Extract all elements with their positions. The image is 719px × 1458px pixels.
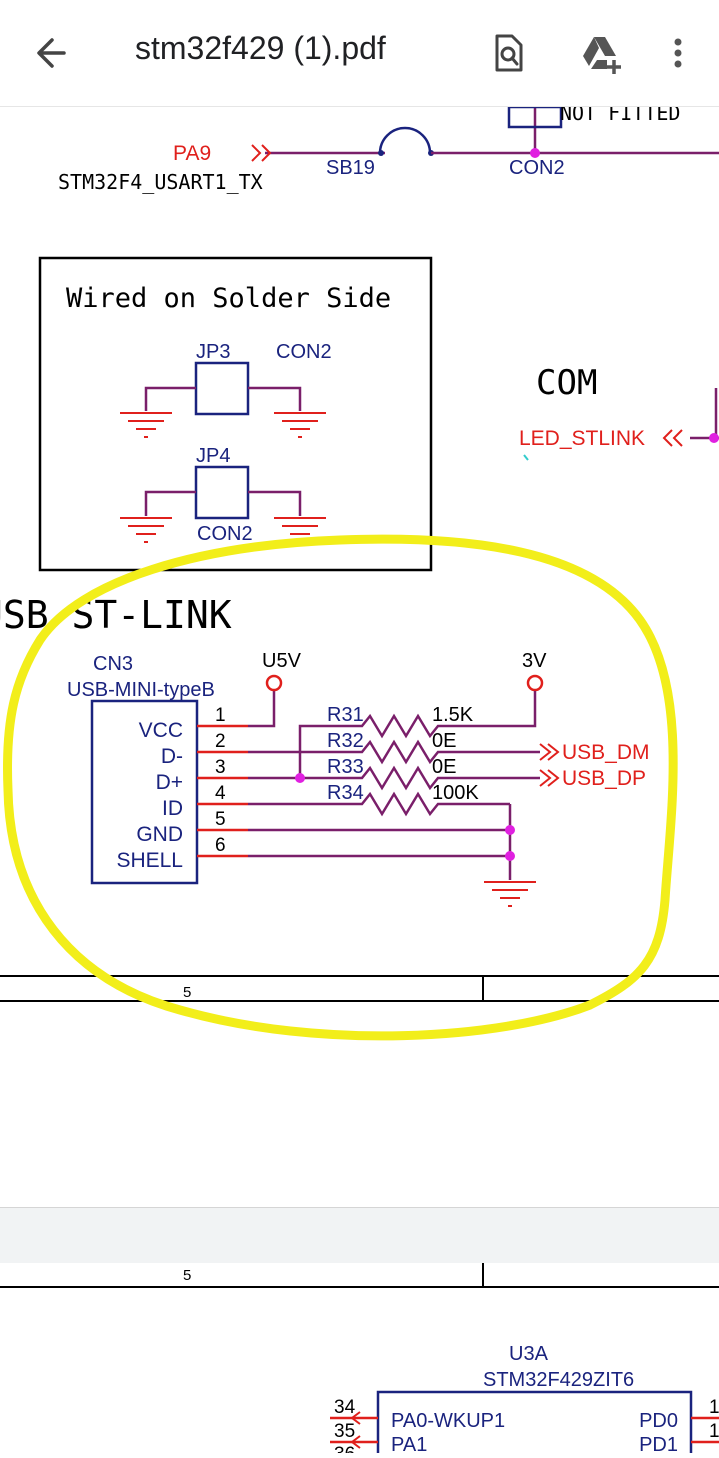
con2-top-label: CON2 [509, 157, 565, 179]
net-label-pa9: PA9 [173, 142, 211, 165]
solder-side-box-title: Wired on Solder Side [66, 283, 391, 314]
jp4-con2-label: CON2 [197, 523, 253, 545]
pin-number-5: 5 [215, 809, 226, 830]
drive-add-icon[interactable] [572, 25, 628, 81]
pdf-page: PA9 STM32F4_USART1_TX SB19 CON2 NOT FITT… [0, 101, 719, 1207]
resistor-r33-value: 0E [432, 756, 456, 778]
pin-name-dplus: D+ [156, 771, 183, 794]
jp3-con2-label: CON2 [276, 341, 332, 363]
resistor-r31-ref: R31 [327, 704, 364, 726]
schematic-canvas-next: 5 U3A STM32F429ZIT6 34 35 36 PA0-WKUP1 P… [0, 1261, 719, 1458]
pin-number-6: 6 [215, 835, 226, 856]
resistor-r34-value: 100K [432, 782, 479, 804]
highlight-circle-annotation [3, 534, 678, 1041]
net-name-usart1-tx: STM32F4_USART1_TX [58, 170, 263, 194]
resistor-r31-value: 1.5K [432, 704, 474, 726]
resistor-r33-ref: R33 [327, 756, 364, 778]
u3a-label: U3A [509, 1343, 549, 1365]
u3a-right-pin-num-1: 1 [709, 1397, 719, 1418]
u3a-pin-num-34: 34 [334, 1397, 356, 1418]
pin-number-3: 3 [215, 757, 226, 778]
jp4-label: JP4 [196, 445, 230, 467]
net-label-led-stlink: LED_STLINK [519, 427, 645, 450]
document-title: stm32f429 (1).pdf [135, 30, 386, 66]
u3a-pin-name-pa1: PA1 [391, 1434, 427, 1453]
jp3-label: JP3 [196, 341, 230, 363]
resistor-r34-ref: R34 [327, 782, 364, 804]
pin-name-shell: SHELL [116, 849, 183, 872]
pin-name-vcc: VCC [139, 719, 183, 742]
not-fitted-label: NOT FITTED [560, 107, 680, 125]
u3a-pin-num-35: 35 [334, 1421, 355, 1442]
more-vert-icon[interactable] [650, 25, 706, 81]
pin-name-id: ID [162, 797, 183, 820]
pin-name-dminus: D- [161, 745, 183, 768]
pin-number-2: 2 [215, 731, 226, 752]
com-label: COM [536, 363, 597, 403]
pdf-page-next: 5 U3A STM32F429ZIT6 34 35 36 PA0-WKUP1 P… [0, 1261, 719, 1458]
cn3-label: CN3 [93, 653, 133, 675]
cn3-type-label: USB-MINI-typeB [67, 679, 215, 701]
find-in-page-icon[interactable] [480, 25, 536, 81]
frame-zone-number-2: 5 [183, 1267, 191, 1284]
net-label-usb-dp: USB_DP [562, 767, 646, 790]
resistor-r32-ref: R32 [327, 730, 364, 752]
3v-label: 3V [522, 650, 547, 672]
usb-stlink-title: USB ST-LINK [0, 593, 232, 637]
u3a-pin-name-pd1: PD1 [639, 1434, 678, 1453]
u3a-pin-name-pd0: PD0 [639, 1410, 678, 1432]
u3a-pin-num-36: 36 [334, 1444, 355, 1453]
app-bar: stm32f429 (1).pdf [0, 0, 719, 107]
back-arrow-icon[interactable] [24, 25, 80, 81]
pin-name-gnd: GND [136, 823, 183, 846]
schematic-canvas: PA9 STM32F4_USART1_TX SB19 CON2 NOT FITT… [0, 101, 719, 1041]
pin-number-4: 4 [215, 783, 226, 804]
u3a-part-label: STM32F429ZIT6 [483, 1369, 634, 1391]
pin-number-1: 1 [215, 705, 226, 726]
resistor-r32-value: 0E [432, 730, 456, 752]
u3a-pin-name-pa0: PA0-WKUP1 [391, 1410, 505, 1432]
solder-bridge-sb19: SB19 [326, 157, 375, 179]
page-gap [0, 1207, 719, 1264]
u3a-right-pin-num-2: 1 [709, 1421, 719, 1442]
frame-zone-number: 5 [183, 984, 191, 1001]
u5v-label: U5V [262, 650, 302, 672]
net-label-usb-dm: USB_DM [562, 741, 650, 764]
